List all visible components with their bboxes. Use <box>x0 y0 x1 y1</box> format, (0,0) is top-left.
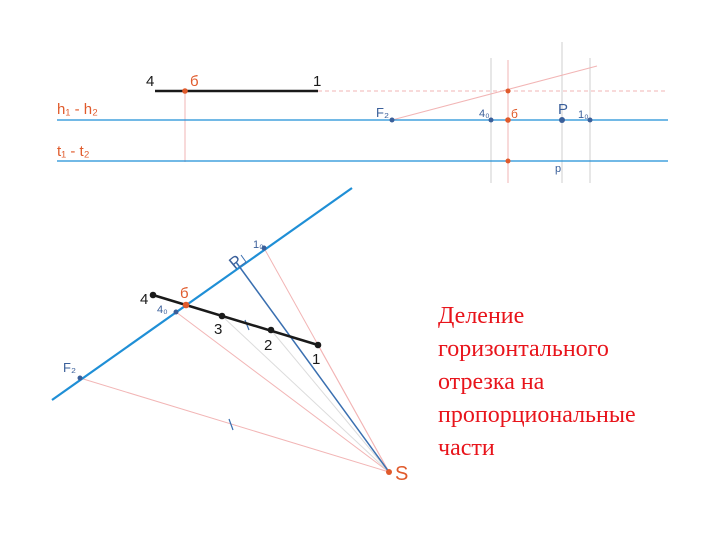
point-2-bottom <box>267 326 275 334</box>
ray-3-S <box>221 315 390 473</box>
caption-line-5: части <box>438 435 495 461</box>
bottom-view: P 1₀ 4 б 4₀ 3 2 1 F₂ S <box>51 187 408 485</box>
label-4o-top: 4₀ <box>479 108 490 120</box>
point-b2-high <box>505 88 511 94</box>
tick-mark-segment <box>244 319 250 331</box>
label-4-bottom: 4 <box>140 291 148 308</box>
caption-line-3: отрезка на <box>438 369 545 395</box>
ray-F2-S <box>79 377 390 473</box>
point-1o-top <box>587 117 593 123</box>
label-P-top: P <box>558 101 568 118</box>
label-F2-top: F₂ <box>376 105 389 120</box>
point-1o-bottom <box>261 245 267 251</box>
right-angle-marker <box>238 254 247 268</box>
label-b2-top: б <box>511 107 518 121</box>
label-4-top: 4 <box>146 73 154 90</box>
point-3-bottom <box>218 312 226 320</box>
label-1-bottom: 1 <box>312 351 320 368</box>
point-b-bottom <box>182 301 190 309</box>
pink-ray-f2 <box>391 65 598 121</box>
point-F2-bottom <box>77 375 83 381</box>
picture-plane-line <box>51 187 353 401</box>
label-t1-t2: t₁ - t₂ <box>57 143 90 160</box>
label-S: S <box>395 463 408 485</box>
label-1o-top: 1₀ <box>578 109 589 121</box>
label-4o-bottom: 4₀ <box>157 304 168 316</box>
point-4o-top <box>488 117 494 123</box>
label-h1-h2: h₁ - h₂ <box>57 101 98 118</box>
label-b-top: б <box>190 73 199 90</box>
label-F2-bottom: F₂ <box>63 360 76 375</box>
top-view: h₁ - h₂ t₁ - t₂ 4 б 1 F₂ 4₀ б P 1₀ p <box>57 42 668 183</box>
point-4o-bottom <box>173 309 179 315</box>
point-b2-ground <box>505 158 511 164</box>
label-p-top: p <box>555 163 561 175</box>
caption-line-1: Деление <box>438 303 525 329</box>
point-b2-top <box>505 117 511 123</box>
caption-line-4: пропорциональные <box>438 402 636 428</box>
point-4-bottom <box>149 291 157 299</box>
ray-1-S <box>317 344 390 473</box>
point-P-top <box>559 117 565 123</box>
label-3-bottom: 3 <box>214 321 222 338</box>
tick-mark-ray <box>228 418 234 431</box>
point-1-bottom <box>314 341 322 349</box>
ray-2-S <box>270 329 390 473</box>
label-1-top: 1 <box>313 73 321 90</box>
ray-4o-S <box>175 311 390 473</box>
perpendicular-S-P <box>235 261 390 473</box>
label-2-bottom: 2 <box>264 337 272 354</box>
label-b-bottom: б <box>180 285 189 302</box>
label-1o-bottom: 1₀ <box>253 239 264 251</box>
segment-4-1-bottom <box>152 293 319 347</box>
caption-line-2: горизонтального <box>438 336 609 362</box>
point-F2-top <box>389 117 395 123</box>
point-S <box>386 469 392 475</box>
point-b-top <box>182 88 188 94</box>
caption-text: Деление горизонтального отрезка на пропо… <box>438 300 708 465</box>
label-P-bottom: P <box>225 251 246 273</box>
